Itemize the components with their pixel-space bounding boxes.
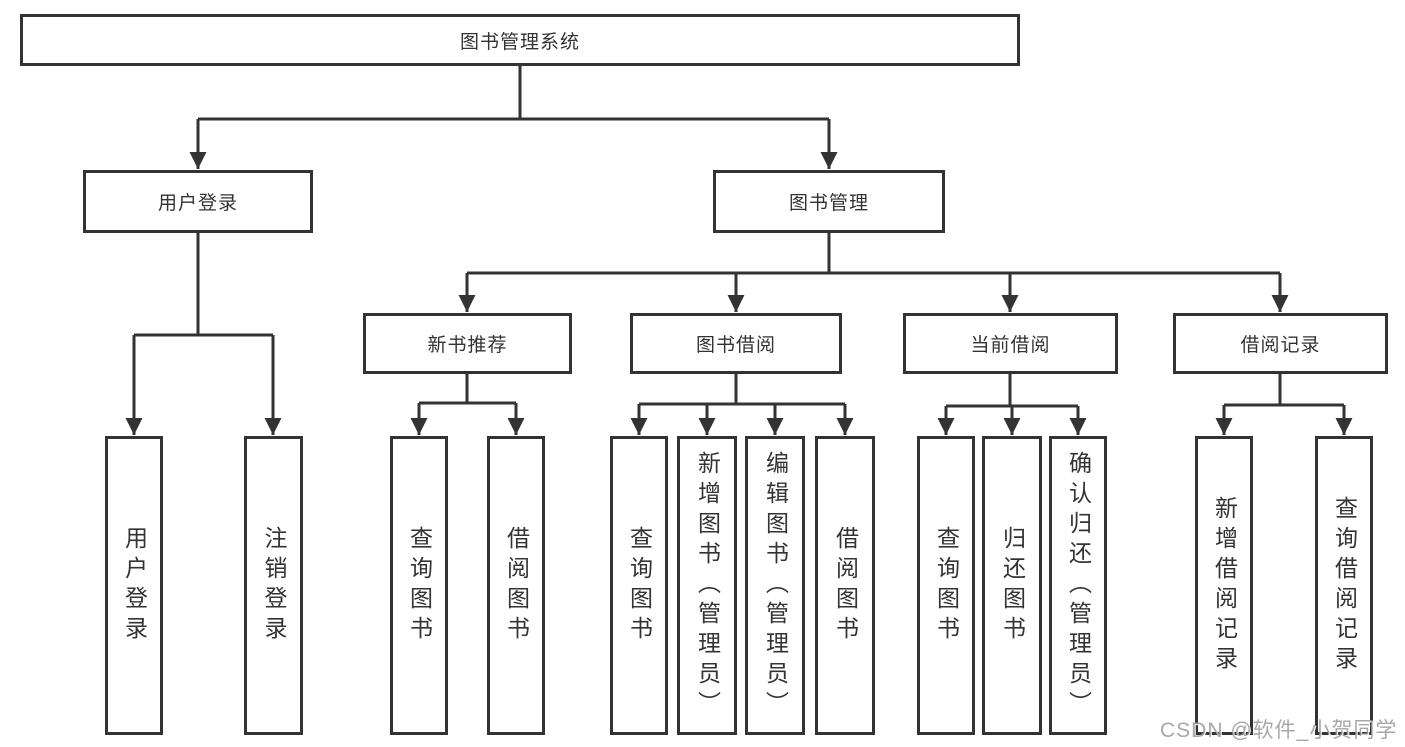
node-label: 新增图书（管理员） bbox=[694, 450, 721, 721]
node-new-book-recommendation: 新书推荐 bbox=[363, 313, 572, 374]
node-nbr-query-books: 查询图书 bbox=[390, 436, 448, 735]
node-bb-borrow-books: 借阅图书 bbox=[815, 436, 875, 735]
node-br-query-record: 查询借阅记录 bbox=[1315, 436, 1373, 735]
node-book-management: 图书管理 bbox=[713, 170, 945, 233]
node-label: 查询图书 bbox=[406, 525, 433, 646]
node-logout-leaf: 注销登录 bbox=[244, 436, 303, 735]
node-label: 用户登录 bbox=[121, 525, 148, 646]
node-bb-edit-books-admin: 编辑图书（管理员） bbox=[745, 436, 805, 735]
node-label: 借阅图书 bbox=[503, 525, 530, 646]
node-bb-add-books-admin: 新增图书（管理员） bbox=[677, 436, 737, 735]
node-label: 新增借阅记录 bbox=[1211, 495, 1238, 676]
node-user-login-leaf: 用户登录 bbox=[105, 436, 163, 735]
node-nbr-borrow-books: 借阅图书 bbox=[487, 436, 545, 735]
node-current-borrowing: 当前借阅 bbox=[903, 313, 1118, 374]
node-book-borrowing: 图书借阅 bbox=[630, 313, 842, 374]
node-label: 借阅图书 bbox=[832, 525, 859, 646]
node-label: 注销登录 bbox=[261, 525, 287, 646]
node-cb-return-books: 归还图书 bbox=[982, 436, 1042, 735]
watermark-text: CSDN @软件_小贺同学 bbox=[1160, 719, 1398, 742]
node-cb-confirm-return-admin: 确认归还（管理员） bbox=[1049, 436, 1107, 735]
node-book-management-system: 图书管理系统 bbox=[20, 14, 1020, 66]
node-label: 归还图书 bbox=[999, 525, 1026, 646]
node-label: 编辑图书（管理员） bbox=[762, 450, 789, 721]
node-label: 查询图书 bbox=[626, 525, 653, 646]
node-bb-query-books: 查询图书 bbox=[610, 436, 668, 735]
node-user-login: 用户登录 bbox=[83, 170, 313, 233]
node-label: 查询借阅记录 bbox=[1331, 495, 1358, 676]
node-label: 确认归还（管理员） bbox=[1065, 450, 1092, 721]
node-label: 查询图书 bbox=[933, 525, 960, 646]
node-cb-query-books: 查询图书 bbox=[917, 436, 975, 735]
node-borrowing-records: 借阅记录 bbox=[1173, 313, 1388, 374]
node-br-add-record: 新增借阅记录 bbox=[1195, 436, 1253, 735]
